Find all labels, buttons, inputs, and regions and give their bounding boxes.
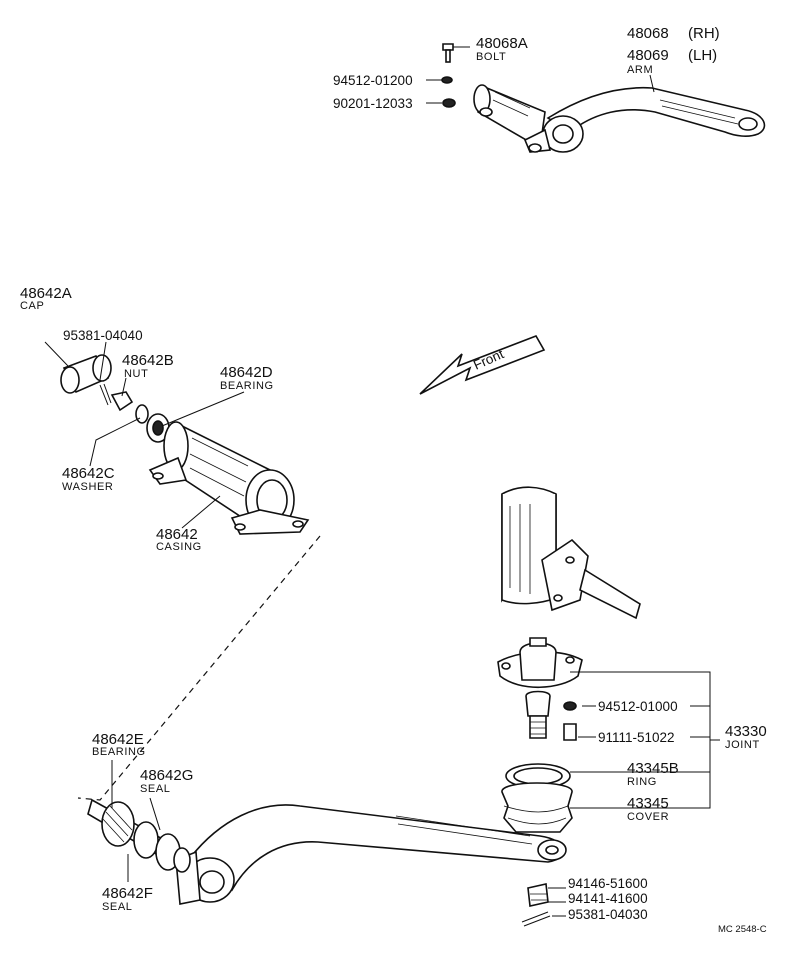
callout-cap-name: CAP xyxy=(20,300,44,312)
callout-arm-name: ARM xyxy=(627,64,653,76)
callout-91111-51022: 91111-51022 xyxy=(598,730,675,745)
callout-washer-number: 48642C xyxy=(62,465,115,482)
callout-bearing-e-name: BEARING xyxy=(92,746,146,758)
callout-ring-name: RING xyxy=(627,776,657,788)
lower-arm-drawing xyxy=(87,798,567,927)
callout-casing-name: CASING xyxy=(156,541,202,553)
callout-cap-number: 48642A xyxy=(20,285,72,302)
callout-arm-rh-number: 48068 xyxy=(627,25,669,42)
callout-casing-number: 48642 xyxy=(156,526,198,543)
callout-joint-number: 43330 xyxy=(725,723,767,740)
callout-arm-rh-side: (RH) xyxy=(688,25,720,42)
callout-94512-01200: 94512-01200 xyxy=(333,73,413,88)
callout-ring-number: 43345B xyxy=(627,760,679,777)
callout-94512-01000: 94512-01000 xyxy=(598,699,678,714)
ball-joint-drawing xyxy=(497,637,583,833)
callout-washer-name: WASHER xyxy=(62,481,113,493)
callout-bearing-d-number: 48642D xyxy=(220,364,273,381)
knuckle-drawing xyxy=(501,486,641,620)
callout-95381-04030: 95381-04030 xyxy=(568,907,648,922)
callout-joint-name: JOINT xyxy=(725,739,760,751)
callout-bolt-number: 48068A xyxy=(476,35,528,52)
callout-90201-12033: 90201-12033 xyxy=(333,96,413,111)
callout-bearing-d-name: BEARING xyxy=(220,380,274,392)
callout-nut-name: NUT xyxy=(124,368,148,380)
callout-cover-name: COVER xyxy=(627,811,669,823)
callout-bearing-e-number: 48642E xyxy=(92,731,144,748)
callout-seal-g-name: SEAL xyxy=(140,783,171,795)
casing-drawing xyxy=(60,354,310,535)
figure-code: MC 2548-C xyxy=(718,924,767,935)
callout-seal-g-number: 48642G xyxy=(140,767,193,784)
callout-nut-number: 48642B xyxy=(122,352,174,369)
callout-cover-number: 43345 xyxy=(627,795,669,812)
callout-94146-51600: 94146-51600 xyxy=(568,876,648,891)
callout-seal-f-number: 48642F xyxy=(102,885,153,902)
callout-arm-lh-side: (LH) xyxy=(688,47,717,64)
front-arrow: Front xyxy=(419,335,546,395)
callout-arm-lh-number: 48069 xyxy=(627,47,669,64)
callout-seal-f-name: SEAL xyxy=(102,901,133,913)
callout-bolt-name: BOLT xyxy=(476,51,506,63)
callout-95381-04040: 95381-04040 xyxy=(63,328,143,343)
callout-94141-41600: 94141-41600 xyxy=(568,891,648,906)
upper-arm-drawing xyxy=(441,43,766,153)
